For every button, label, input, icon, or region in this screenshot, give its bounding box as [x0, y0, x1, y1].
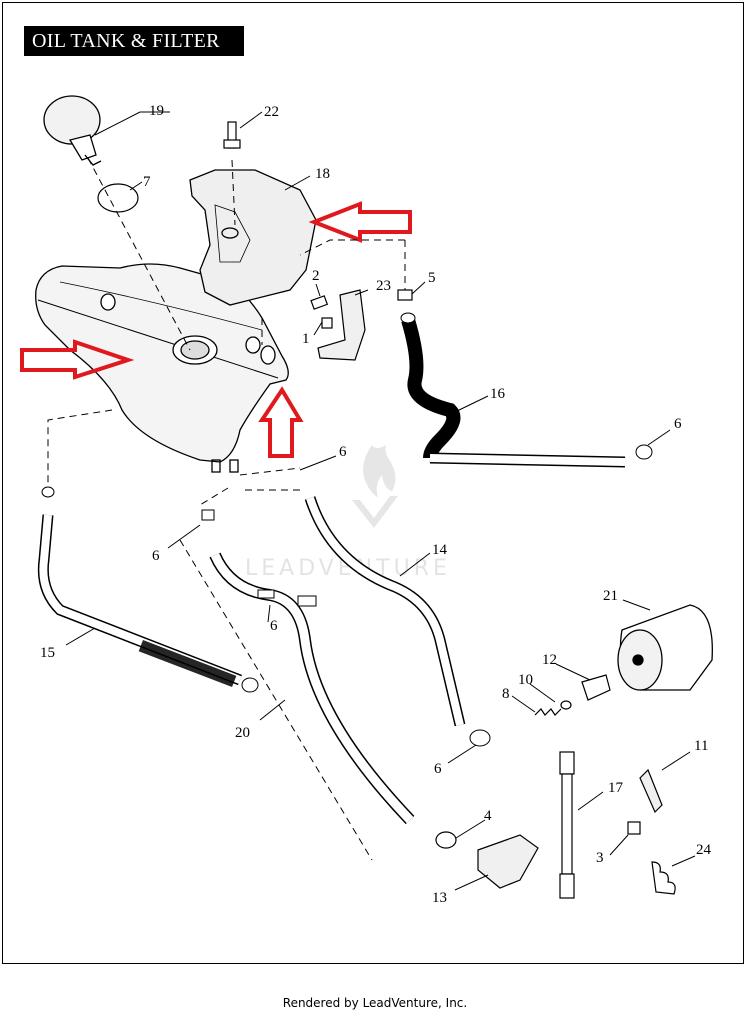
callout-18: 18 — [315, 166, 330, 182]
callout-15: 15 — [40, 645, 55, 661]
callout-24: 24 — [696, 842, 712, 858]
callout-6-hose: 6 — [270, 618, 278, 634]
callout-16: 16 — [490, 386, 506, 402]
filter-adapter — [534, 674, 611, 716]
drain-hose — [37, 486, 259, 693]
oil-filter — [617, 604, 713, 691]
callout-2: 2 — [312, 268, 320, 284]
callout-13: 13 — [432, 890, 447, 906]
vent-hose — [400, 312, 653, 468]
feed-hose — [201, 509, 415, 825]
callout-8: 7 — [143, 174, 151, 190]
footer-credit: Rendered by LeadVenture, Inc. — [282, 996, 468, 1010]
callout-12: 12 — [542, 652, 557, 668]
callout-11: 11 — [694, 738, 708, 754]
callout-6-mid: 6 — [339, 444, 347, 460]
red-arrow-right — [20, 339, 135, 380]
bolts-bracket — [310, 289, 413, 361]
callout-5: 5 — [428, 270, 436, 286]
callout-4: 4 — [484, 808, 492, 824]
callout-labels: 19 7 22 18 2 23 1 5 16 6 6 6 14 15 6 20 … — [40, 103, 712, 906]
stud — [223, 121, 241, 149]
small-parts — [627, 768, 676, 895]
callout-1: 1 — [302, 331, 310, 347]
diagram-title: OIL TANK & FILTER — [24, 26, 244, 56]
callout-19: 19 — [149, 103, 164, 119]
callout-3: 3 — [596, 850, 604, 866]
o-ring — [97, 183, 139, 213]
oil-tank — [35, 169, 317, 473]
callout-10: 10 — [518, 672, 533, 688]
callout-21: 21 — [603, 588, 618, 604]
leader-lines — [65, 111, 696, 891]
callout-17: 17 — [608, 780, 624, 796]
dipstick-cap — [43, 95, 102, 166]
callout-20: 20 — [235, 725, 250, 741]
callout-22: 22 — [264, 104, 279, 120]
watermark: LEADVENTURE — [245, 445, 447, 581]
fitting-clamp — [435, 831, 539, 889]
callout-14: 14 — [432, 542, 448, 558]
callout-9: 8 — [502, 686, 510, 702]
callout-7: 6 — [152, 548, 160, 564]
dipstick — [559, 751, 575, 899]
callout-23: 23 — [376, 278, 391, 294]
red-arrows — [20, 201, 412, 458]
red-arrow-up — [258, 386, 304, 458]
guide-lines — [47, 157, 406, 861]
return-hose — [304, 496, 491, 747]
red-arrow-left — [308, 201, 412, 243]
callout-6-bottom: 6 — [434, 761, 442, 777]
callout-6-top: 6 — [674, 416, 682, 432]
